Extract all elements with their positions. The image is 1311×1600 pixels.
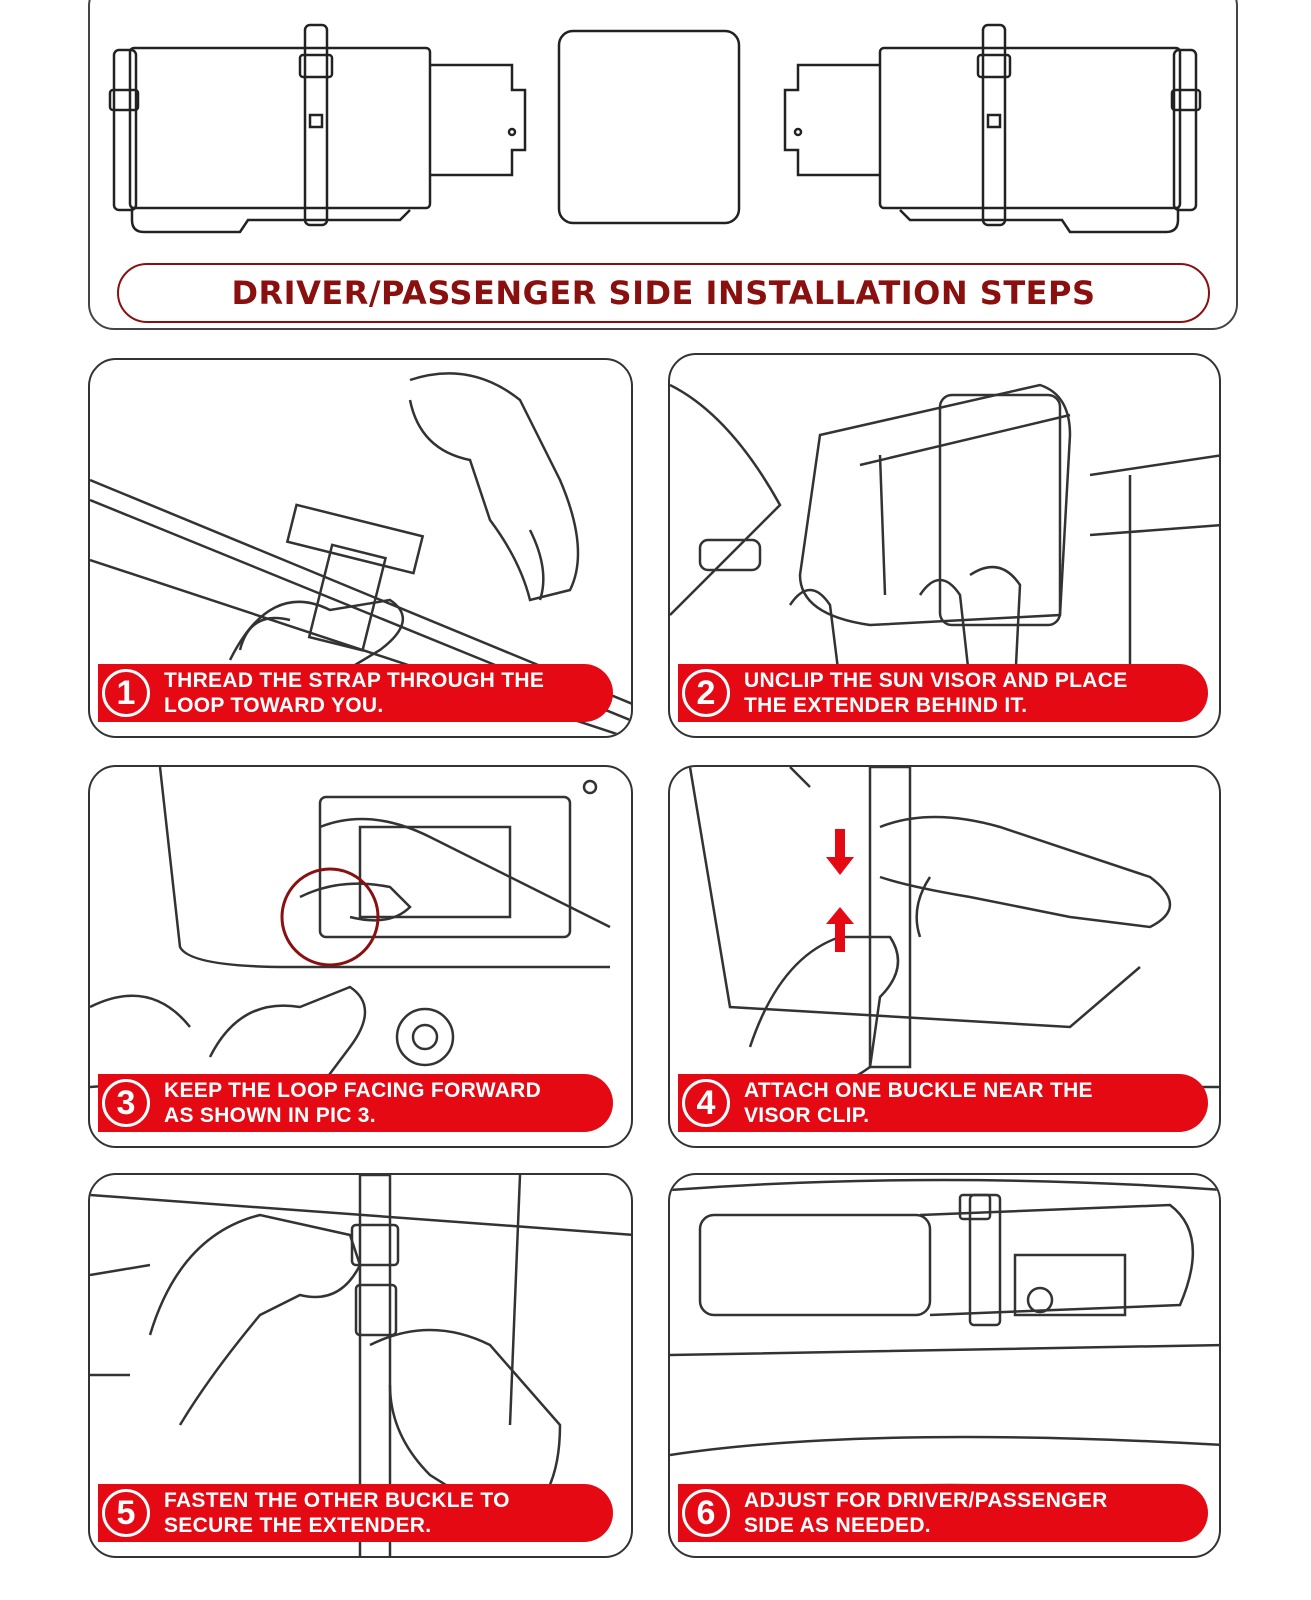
step-2-banner: 2 UNCLIP THE SUN VISOR AND PLACE THE EXT…	[678, 664, 1208, 722]
step-6-number: 6	[682, 1489, 730, 1537]
step-4-panel: 4 ATTACH ONE BUCKLE NEAR THE VISOR CLIP.	[668, 765, 1221, 1148]
step-2-text: UNCLIP THE SUN VISOR AND PLACE THE EXTEN…	[744, 669, 1128, 717]
buckle-fasten-illustration	[90, 1175, 631, 1556]
step-1-number: 1	[102, 669, 150, 717]
step-3-text: KEEP THE LOOP FACING FORWARD AS SHOWN IN…	[164, 1079, 542, 1127]
installed-extender-illustration	[670, 1178, 1219, 1497]
step-1-text: THREAD THE STRAP THROUGH THE LOOP TOWARD…	[164, 669, 545, 717]
right-extender-diagram	[783, 23, 1202, 234]
step-4-number: 4	[682, 1079, 730, 1127]
left-extender-diagram	[108, 23, 527, 234]
installation-title-banner: DRIVER/PASSENGER SIDE INSTALLATION STEPS	[117, 263, 1210, 323]
loop-forward-illustration	[90, 767, 611, 1089]
step-6-banner: 6 ADJUST FOR DRIVER/PASSENGER SIDE AS NE…	[678, 1484, 1208, 1542]
step-5-banner: 5 FASTEN THE OTHER BUCKLE TO SECURE THE …	[98, 1484, 613, 1542]
step-2-panel: 2 UNCLIP THE SUN VISOR AND PLACE THE EXT…	[668, 353, 1221, 738]
product-overview-frame	[88, 0, 1238, 330]
step-4-banner: 4 ATTACH ONE BUCKLE NEAR THE VISOR CLIP.	[678, 1074, 1208, 1132]
step-5-text: FASTEN THE OTHER BUCKLE TO SECURE THE EX…	[164, 1489, 510, 1537]
step-4-text: ATTACH ONE BUCKLE NEAR THE VISOR CLIP.	[744, 1079, 1093, 1127]
step-3-number: 3	[102, 1079, 150, 1127]
step-5-panel: 5 FASTEN THE OTHER BUCKLE TO SECURE THE …	[88, 1173, 633, 1558]
page-title: DRIVER/PASSENGER SIDE INSTALLATION STEPS	[231, 274, 1096, 312]
step-2-number: 2	[682, 669, 730, 717]
step-1-panel: 1 THREAD THE STRAP THROUGH THE LOOP TOWA…	[88, 358, 633, 738]
step-3-banner: 3 KEEP THE LOOP FACING FORWARD AS SHOWN …	[98, 1074, 613, 1132]
step-5-number: 5	[102, 1489, 150, 1537]
visor-unclip-illustration	[670, 383, 1219, 686]
extender-panel-diagram	[557, 29, 741, 225]
step-6-text: ADJUST FOR DRIVER/PASSENGER SIDE AS NEED…	[744, 1489, 1108, 1537]
step-3-panel: 3 KEEP THE LOOP FACING FORWARD AS SHOWN …	[88, 765, 633, 1148]
step-6-panel: 6 ADJUST FOR DRIVER/PASSENGER SIDE AS NE…	[668, 1173, 1221, 1558]
step-1-banner: 1 THREAD THE STRAP THROUGH THE LOOP TOWA…	[98, 664, 613, 722]
